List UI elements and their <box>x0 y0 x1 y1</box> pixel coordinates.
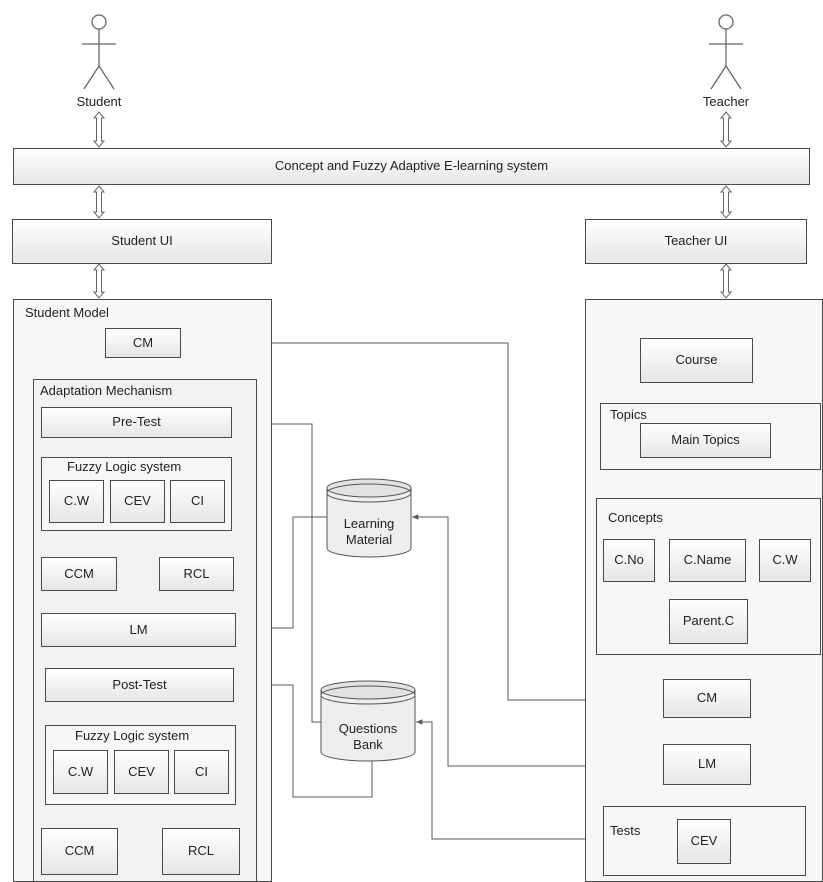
concept-number-box: C.No <box>603 539 655 582</box>
teacher-ui-box: Teacher UI <box>585 219 807 264</box>
fuzzy2-ci-box: CI <box>174 750 229 794</box>
fuzzy1-cw-box: C.W <box>49 480 104 523</box>
double-arrow-student-system <box>92 111 106 148</box>
ccm-box-1: CCM <box>41 557 117 591</box>
fuzzy-logic-system-1-label: Fuzzy Logic system <box>67 459 182 474</box>
double-arrow-system-studentui <box>92 185 106 219</box>
ccm-box-2: CCM <box>41 828 118 875</box>
student-ui-box: Student UI <box>12 219 272 264</box>
topics-label: Topics <box>610 407 647 422</box>
rcl-box-2: RCL <box>162 828 240 875</box>
learning-material-database-icon <box>326 478 412 558</box>
double-arrow-teacher-system <box>719 111 733 148</box>
fuzzy1-ci-box: CI <box>170 480 225 523</box>
questions-bank-line-2: Bank <box>353 736 383 752</box>
post-test-box: Post-Test <box>45 668 234 702</box>
student-lm-box: LM <box>41 613 236 647</box>
teacher-actor-icon <box>709 14 743 90</box>
questions-bank-label: Questions Bank <box>321 721 415 752</box>
main-topics-box: Main Topics <box>640 423 771 458</box>
tests-label: Tests <box>610 823 641 838</box>
fuzzy2-cw-box: C.W <box>53 750 108 794</box>
teacher-actor-label: Teacher <box>702 94 750 109</box>
course-box: Course <box>640 338 753 383</box>
double-arrow-studentui-model <box>92 263 106 299</box>
pre-test-box: Pre-Test <box>41 407 232 438</box>
arrow-teacher-lm-to-learning-material <box>412 514 663 767</box>
student-actor-label: Student <box>76 94 122 109</box>
student-cm-box: CM <box>105 328 181 358</box>
fuzzy-logic-system-2-label: Fuzzy Logic system <box>75 728 190 743</box>
rcl-box-1: RCL <box>159 557 234 591</box>
questions-bank-database-icon <box>320 680 416 762</box>
student-model-label: Student Model <box>25 305 109 320</box>
fuzzy1-cev-box: CEV <box>110 480 165 523</box>
tests-cev-box: CEV <box>677 819 731 864</box>
teacher-lm-box: LM <box>663 744 751 785</box>
concepts-label: Concepts <box>608 510 663 525</box>
learning-material-line-1: Learning <box>343 516 395 531</box>
questions-bank-line-1: Questions <box>338 721 398 736</box>
student-actor-icon <box>82 14 116 90</box>
learning-material-label: Learning Material <box>327 516 411 547</box>
teacher-cm-box: CM <box>663 679 751 718</box>
adaptation-mechanism-label: Adaptation Mechanism <box>40 383 173 398</box>
system-bar: Concept and Fuzzy Adaptive E-learning sy… <box>13 148 810 185</box>
concept-name-box: C.Name <box>669 539 746 582</box>
double-arrow-system-teacherui <box>719 185 733 219</box>
double-arrow-teacherui-model <box>719 263 733 299</box>
arrow-questions-bank-to-pretest <box>233 421 321 723</box>
fuzzy2-cev-box: CEV <box>114 750 169 794</box>
concept-weight-box: C.W <box>759 539 811 582</box>
learning-material-line-2: Material <box>345 531 393 547</box>
parent-concept-box: Parent.C <box>669 599 748 644</box>
arrow-tests-to-questions-bank <box>416 719 603 840</box>
